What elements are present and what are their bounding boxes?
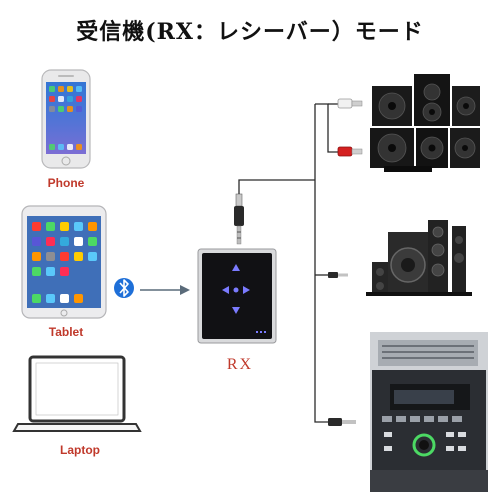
arrow-to-receiver — [140, 285, 190, 295]
bluetooth-icon — [114, 278, 134, 298]
receiver-label: RX — [226, 356, 254, 373]
laptop-label: Laptop — [60, 443, 100, 457]
jack-plug-car — [328, 418, 356, 426]
audio-plug — [234, 193, 244, 245]
phone-image — [41, 69, 91, 169]
receiver-device — [197, 248, 277, 344]
page-title: 受信機(RX：レシーバー）モード — [76, 19, 424, 45]
tablet-image — [21, 205, 107, 319]
tablet-label: Tablet — [48, 325, 84, 339]
rca-plug-red — [337, 146, 363, 157]
speaker-stack-image — [370, 74, 480, 172]
home-theater-speakers-image — [366, 220, 472, 296]
car-audio-image — [370, 332, 488, 492]
output-cables — [238, 103, 340, 423]
laptop-image — [12, 355, 142, 432]
rca-plug-white — [337, 98, 363, 109]
phone-label: Phone — [47, 176, 85, 190]
jack-plug-speakers — [328, 272, 348, 278]
